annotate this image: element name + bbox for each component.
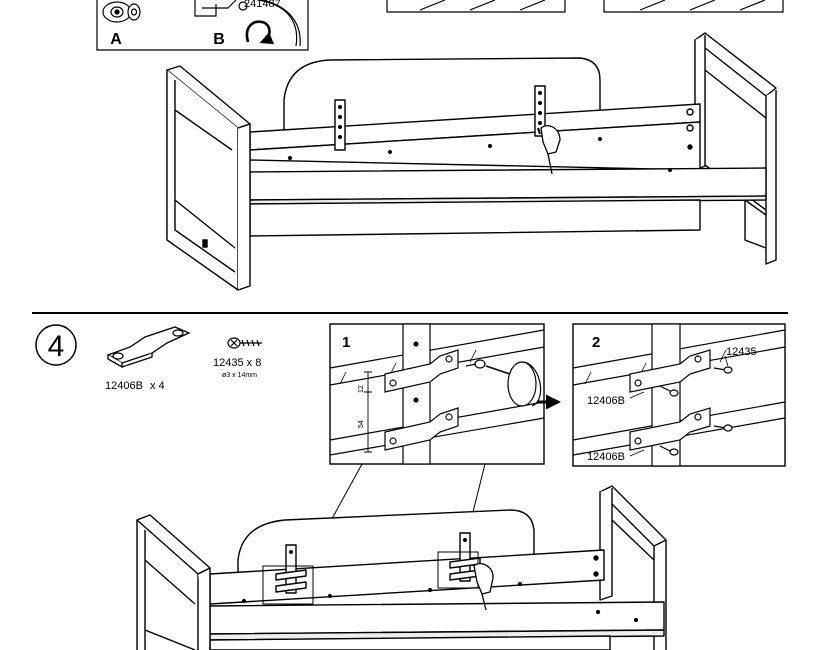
bracket-code: 12406B [105,380,143,392]
label-b: B [213,31,225,48]
hook-fitting-icon [194,0,301,47]
screwdriver-icon [537,125,561,175]
rotate-arrow-icon [245,20,275,45]
step-number: 4 [48,330,65,363]
step-number-circle [35,324,77,366]
top-right-panels [386,0,784,13]
detail-1-number: 1 [342,334,350,351]
screw-icon [227,337,262,349]
top-inset [96,0,309,51]
bracket-qty: x 4 [150,380,165,392]
screw-label-12435: 12435 [726,346,757,358]
screw-code-qty: 12435 x 8 [213,357,261,369]
bracket-label-top: 12406B [587,395,625,407]
detail-panel-2 [572,323,786,467]
bracket-icon [106,326,191,369]
screwdriver-lower-icon [473,563,494,611]
detail-2-number: 2 [592,334,600,351]
dim-12: 12 [358,385,365,393]
bed-frame-upper [166,32,777,291]
part-code-241487: 241487 [244,0,281,10]
dim-54: 54 [358,420,365,428]
screw-size: ø3 x 14mm [222,372,257,379]
cam-lock-icon [102,1,141,23]
detail-panel-1 [329,323,545,465]
bracket-label-bottom: 12406B [587,451,625,463]
bed-frame-lower [136,485,667,650]
label-a: A [110,31,122,48]
